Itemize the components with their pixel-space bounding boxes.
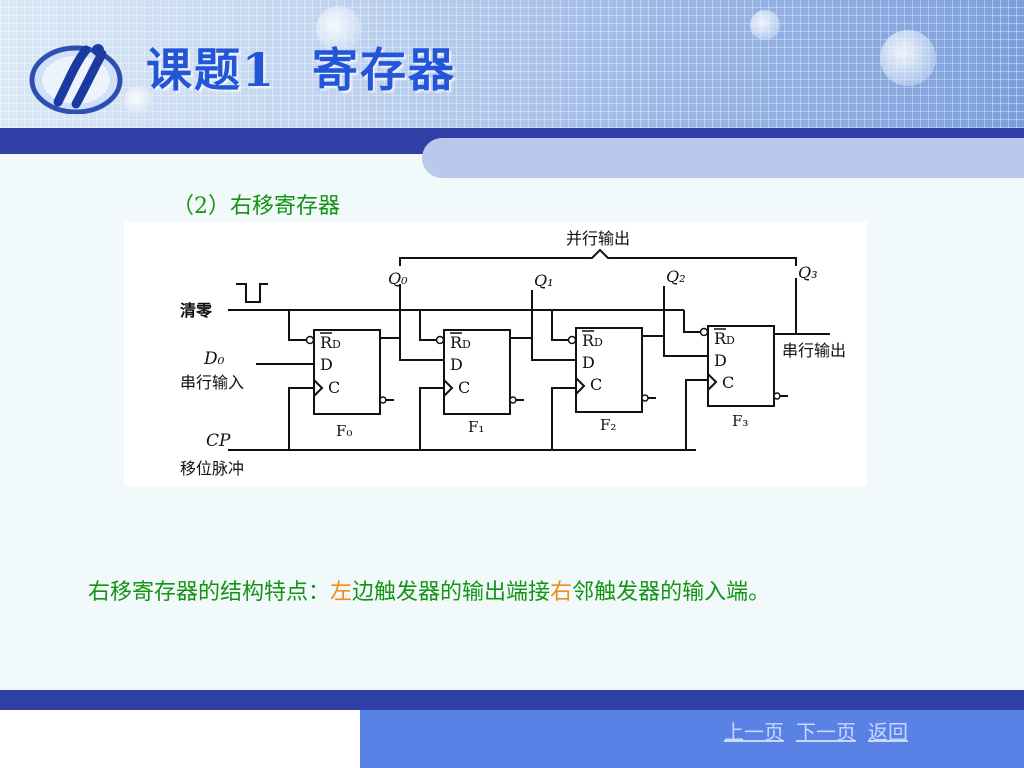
f0-d-label: D [320, 355, 333, 374]
serial-output-label: 串行输出 [782, 341, 846, 360]
f1-d-label: D [450, 355, 463, 374]
footer-tab-shape [360, 710, 1024, 768]
decor-bubble [124, 86, 154, 116]
f0-name-label: F₀ [336, 422, 352, 440]
page-title: 课题1 寄存器 [146, 43, 457, 97]
parallel-output-label: 并行输出 [566, 229, 630, 248]
decor-bubble [880, 30, 936, 86]
q1-label: Q₁ [534, 271, 554, 290]
f2-name-label: F₂ [600, 416, 616, 434]
decor-bubble [750, 10, 780, 40]
shift-pulse-label: 移位脉冲 [180, 459, 244, 478]
footer-divider-bar [0, 690, 1024, 710]
feature-text-1: 右移寄存器的结构特点： [88, 580, 331, 605]
section-subtitle: （2）右移寄存器 [172, 194, 340, 219]
f0-c-label: C [328, 378, 340, 397]
header-banner: 课题1 寄存器 [0, 0, 1024, 128]
q3-label: Q₃ [798, 263, 818, 282]
d0-label: D₀ [203, 349, 225, 369]
f3-rd-label: RD [714, 329, 735, 348]
decor-bubble [316, 6, 362, 52]
f1-rd-label: RD [450, 333, 471, 352]
flipflop-f1-box [443, 329, 511, 415]
cp-label: CP [206, 431, 231, 451]
feature-text-2: 边触发器的输出端接 [352, 580, 551, 605]
f2-rd-label: RD [582, 331, 603, 350]
feature-description: 右移寄存器的结构特点：左边触发器的输出端接右邻触发器的输入端。 [88, 574, 770, 606]
f2-d-label: D [582, 353, 595, 372]
flipflop-f0-box [313, 329, 381, 415]
next-page-link[interactable]: 下一页 [796, 720, 856, 744]
clear-pulse-symbol [236, 283, 268, 303]
serial-input-label: 串行输入 [180, 373, 244, 392]
header-grid-pattern [0, 0, 1024, 128]
header-tab-shape [422, 138, 1024, 178]
f2-c-label: C [590, 375, 602, 394]
feature-highlight-left: 左 [330, 580, 353, 605]
footer [0, 710, 1024, 768]
f3-d-label: D [714, 351, 727, 370]
circuit-svg: 并行输出 串行输出 清零 D₀ 串行输入 CP 移位脉冲 Q₀ Q₁ Q₂ Q₃… [180, 229, 846, 478]
feature-text-3: 邻触发器的输入端。 [572, 580, 771, 605]
prev-page-link[interactable]: 上一页 [724, 720, 784, 744]
f1-name-label: F₁ [468, 418, 484, 436]
logo-icon [29, 44, 123, 114]
shift-register-diagram: 并行输出 串行输出 清零 D₀ 串行输入 CP 移位脉冲 Q₀ Q₁ Q₂ Q₃… [124, 222, 867, 486]
f3-c-label: C [722, 373, 734, 392]
parallel-output-brace [399, 248, 797, 266]
f3-name-label: F₃ [732, 412, 748, 430]
q2-label: Q₂ [666, 267, 686, 286]
q0-label: Q₀ [388, 269, 408, 288]
f0-rd-label: RD [320, 333, 341, 352]
clear-label: 清零 [180, 301, 213, 320]
footer-nav: 上一页下一页返回 [724, 716, 920, 745]
f1-c-label: C [458, 378, 470, 397]
flipflop-f2-box [575, 327, 643, 413]
flipflop-f3-box [707, 325, 775, 407]
back-link[interactable]: 返回 [868, 720, 908, 744]
feature-highlight-right: 右 [550, 580, 573, 605]
